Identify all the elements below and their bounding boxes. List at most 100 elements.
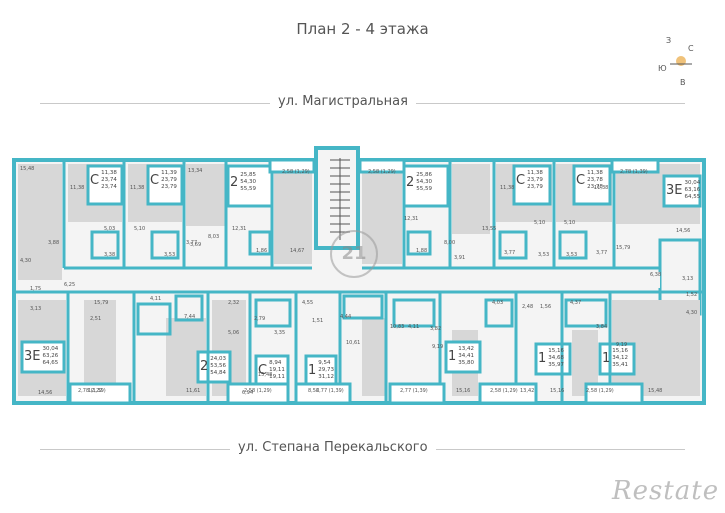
unit-area: 23,74 bbox=[101, 177, 117, 183]
top-room-area-label: 3,77 bbox=[186, 240, 198, 246]
bottom-room-area-label: 2,78 (1,39) bbox=[78, 388, 106, 394]
bottom-unit-cards bbox=[20, 340, 636, 386]
corridor bbox=[64, 272, 660, 288]
unit-area: 34,41 bbox=[458, 353, 475, 359]
unit-area: 31,12 bbox=[318, 374, 335, 380]
street-top: ул. Магистральная bbox=[270, 94, 416, 109]
bottom-room-area-label: 4,37 bbox=[570, 300, 582, 306]
compass-south-label: Ю bbox=[658, 64, 667, 73]
unit-area: 11,38 bbox=[587, 170, 603, 176]
unit-area: 63,26 bbox=[42, 353, 59, 359]
unit-type: 1 bbox=[602, 351, 611, 366]
top-room-area-label: 3,53 bbox=[164, 252, 176, 258]
top-room-area-label: 5,03 bbox=[104, 226, 116, 232]
bottom-room-area-label: 5,06 bbox=[228, 330, 240, 336]
top-room-area-label: 2,78 (1,39) bbox=[620, 169, 648, 175]
unit-area: 54,84 bbox=[210, 370, 227, 376]
top-room-area-label: 12,31 bbox=[232, 226, 247, 232]
unit-area: 11,39 bbox=[161, 170, 177, 176]
top-room-area-label: 15,79 bbox=[616, 245, 631, 251]
top-partitions bbox=[62, 160, 702, 316]
unit-type: 2 bbox=[230, 175, 239, 190]
unit-area: 23,79 bbox=[527, 177, 543, 183]
unit-type: 2 bbox=[200, 359, 209, 374]
unit-area: 30,04 bbox=[42, 346, 59, 352]
bottom-room-area-label: 13,42 bbox=[520, 388, 535, 394]
bottom-room-area-label: 2,51 bbox=[90, 316, 102, 322]
top-room-area-label: 8,03 bbox=[208, 234, 220, 240]
bottom-room-area-label: 1,51 bbox=[312, 318, 324, 324]
bottom-room-area-label: 4,55 bbox=[302, 300, 314, 306]
unit-area: 23,79 bbox=[161, 177, 177, 183]
bottom-room-area-label: 3,13 bbox=[30, 306, 42, 312]
top-room-area-label: 5,10 bbox=[134, 226, 146, 232]
top-room-area-label: 8,00 bbox=[444, 240, 456, 246]
bottom-room-area-label: 8,56 bbox=[308, 388, 320, 394]
compass: З С Ю В bbox=[656, 34, 716, 94]
unit-area: 25,86 bbox=[416, 172, 433, 178]
top-room-area-label: 2,58 (1,29) bbox=[368, 169, 396, 175]
plan-title: План 2 - 4 этажа bbox=[296, 20, 429, 38]
top-room-area-label: 11,38 bbox=[130, 185, 145, 191]
bottom-room-area-label: 1,56 bbox=[540, 304, 552, 310]
compass-north-label: С bbox=[688, 44, 694, 53]
stair-treads bbox=[330, 158, 350, 240]
top-room-area-label: 6,25 bbox=[64, 282, 76, 288]
bottom-room-area-label: 15,16 bbox=[550, 388, 565, 394]
bottom-room-area-label: 10,61 bbox=[346, 340, 361, 346]
top-room-area-label: 6,38 bbox=[650, 272, 662, 278]
top-room-area-label: 1,88 bbox=[416, 248, 428, 254]
bottom-room-area-label: 2,77 (1,39) bbox=[316, 388, 344, 394]
bottom-room-area-label: 6,94 bbox=[242, 390, 254, 396]
unit-area: 23,74 bbox=[101, 184, 117, 190]
unit-area: 54,30 bbox=[240, 179, 257, 185]
bottom-room-area-label: 3,84 bbox=[596, 324, 608, 330]
top-room-area-label: 2,58 (1,29) bbox=[282, 169, 310, 175]
unit-type: С bbox=[258, 363, 268, 378]
street-bottom: ул. Степана Перекальского bbox=[230, 440, 436, 455]
unit-type: С bbox=[576, 173, 586, 188]
unit-area: 23,78 bbox=[587, 184, 603, 190]
top-room-area-label: 3,53 bbox=[538, 252, 550, 258]
top-room-area-label: 11,38 bbox=[500, 185, 515, 191]
top-room-area-label: 3,91 bbox=[454, 255, 466, 261]
bottom-room-area-label: 15,16 bbox=[456, 388, 471, 394]
unit-area: 23,78 bbox=[587, 177, 603, 183]
bottom-room-area-label: 7,44 bbox=[184, 314, 196, 320]
unit-area: 55,59 bbox=[416, 186, 433, 192]
unit-area: 23,79 bbox=[161, 184, 177, 190]
unit-area: 53,56 bbox=[210, 363, 227, 369]
bottom-room-area-label: 4,44 bbox=[340, 314, 352, 320]
top-room-area-label: 13,34 bbox=[188, 168, 203, 174]
top-room-area-label: 5,10 bbox=[564, 220, 576, 226]
top-room-area-label: 1,52 bbox=[686, 292, 698, 298]
bottom-room-area-label: 2,58 (1,29) bbox=[586, 388, 614, 394]
bottom-room-area-label: 15,79 bbox=[94, 300, 109, 306]
bottom-room-area-label: 4,11 bbox=[150, 296, 162, 302]
bottom-rooms bbox=[18, 300, 700, 396]
unit-area: 25,85 bbox=[240, 172, 257, 178]
bottom-room-area-label: 10,83 bbox=[390, 324, 405, 330]
top-room-area-label: 14,67 bbox=[290, 248, 305, 254]
unit-area: 11,38 bbox=[527, 170, 543, 176]
unit-area: 35,80 bbox=[458, 360, 475, 366]
unit-type: С bbox=[150, 173, 160, 188]
